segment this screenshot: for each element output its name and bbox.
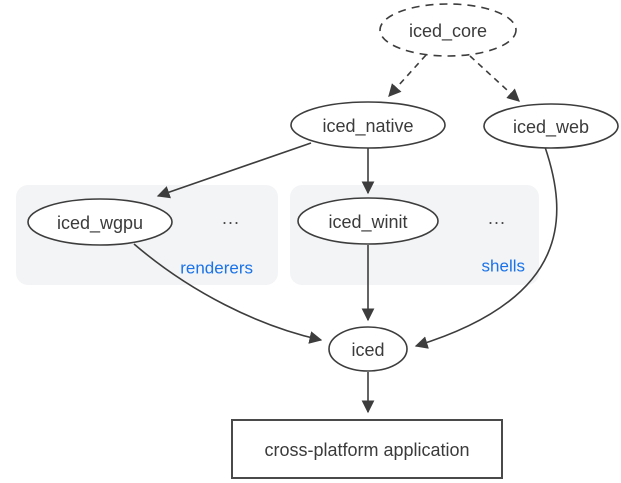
node-iced-winit-label: iced_winit <box>328 212 407 233</box>
node-iced-core <box>379 3 517 57</box>
renderers-caption: renderers <box>180 259 253 278</box>
edge-iced-core-to-iced-web <box>469 55 520 102</box>
node-iced-winit <box>297 197 439 245</box>
renderers-ellipsis: ... <box>222 208 240 228</box>
edge-iced-wgpu-to-iced <box>133 243 323 344</box>
node-iced-core-label: iced_core <box>409 21 487 42</box>
edge-iced-core-to-iced-native <box>388 54 427 97</box>
edge-iced-web-to-iced <box>414 146 558 349</box>
node-iced-wgpu-label: iced_wgpu <box>57 213 143 234</box>
node-iced-native-label: iced_native <box>322 116 413 137</box>
node-iced-label: iced <box>351 340 384 360</box>
edge-iced-native-to-iced-wgpu <box>156 142 312 199</box>
node-iced-native <box>290 101 446 149</box>
node-iced-wgpu <box>27 198 173 246</box>
node-iced-web-label: iced_web <box>513 117 589 138</box>
node-iced-web <box>483 103 619 149</box>
node-application-box <box>231 419 503 479</box>
shells-ellipsis: ... <box>488 208 506 228</box>
node-application-label: cross-platform application <box>264 440 469 460</box>
shells-caption: shells <box>482 257 525 276</box>
node-iced <box>328 326 408 372</box>
